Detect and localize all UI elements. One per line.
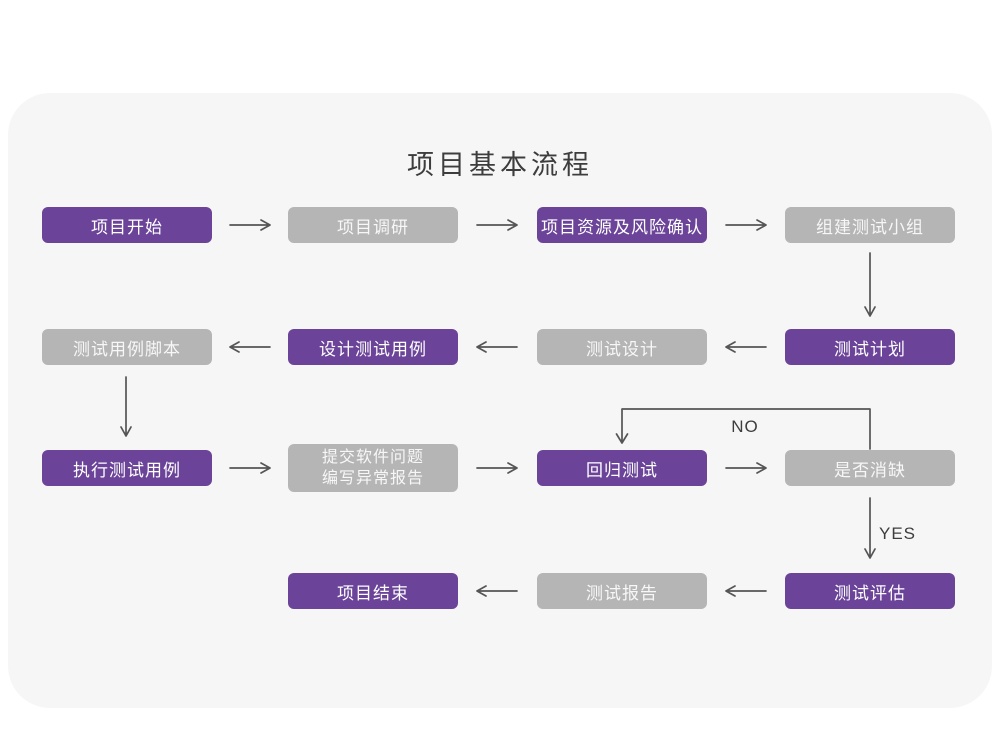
edge-label-no: NO	[731, 417, 759, 436]
node-test-case-script: 测试用例脚本	[42, 329, 212, 365]
node-regression-test: 回归测试	[537, 450, 707, 486]
node-test-evaluation: 测试评估	[785, 573, 955, 609]
node-execute-test-case: 执行测试用例	[42, 450, 212, 486]
node-design-test-case: 设计测试用例	[288, 329, 458, 365]
node-build-test-team: 组建测试小组	[785, 207, 955, 243]
node-project-research: 项目调研	[288, 207, 458, 243]
node-project-end: 项目结束	[288, 573, 458, 609]
edge-label-yes: YES	[879, 524, 917, 543]
node-test-report: 测试报告	[537, 573, 707, 609]
node-resource-risk-confirm: 项目资源及风险确认	[537, 207, 707, 243]
node-defect-cleared: 是否消缺	[785, 450, 955, 486]
node-test-plan: 测试计划	[785, 329, 955, 365]
node-submit-issue-report: 提交软件问题 编写异常报告	[288, 444, 458, 492]
node-test-design: 测试设计	[537, 329, 707, 365]
node-project-start: 项目开始	[42, 207, 212, 243]
flowchart-card	[8, 93, 992, 708]
page-title: 项目基本流程	[407, 150, 593, 180]
